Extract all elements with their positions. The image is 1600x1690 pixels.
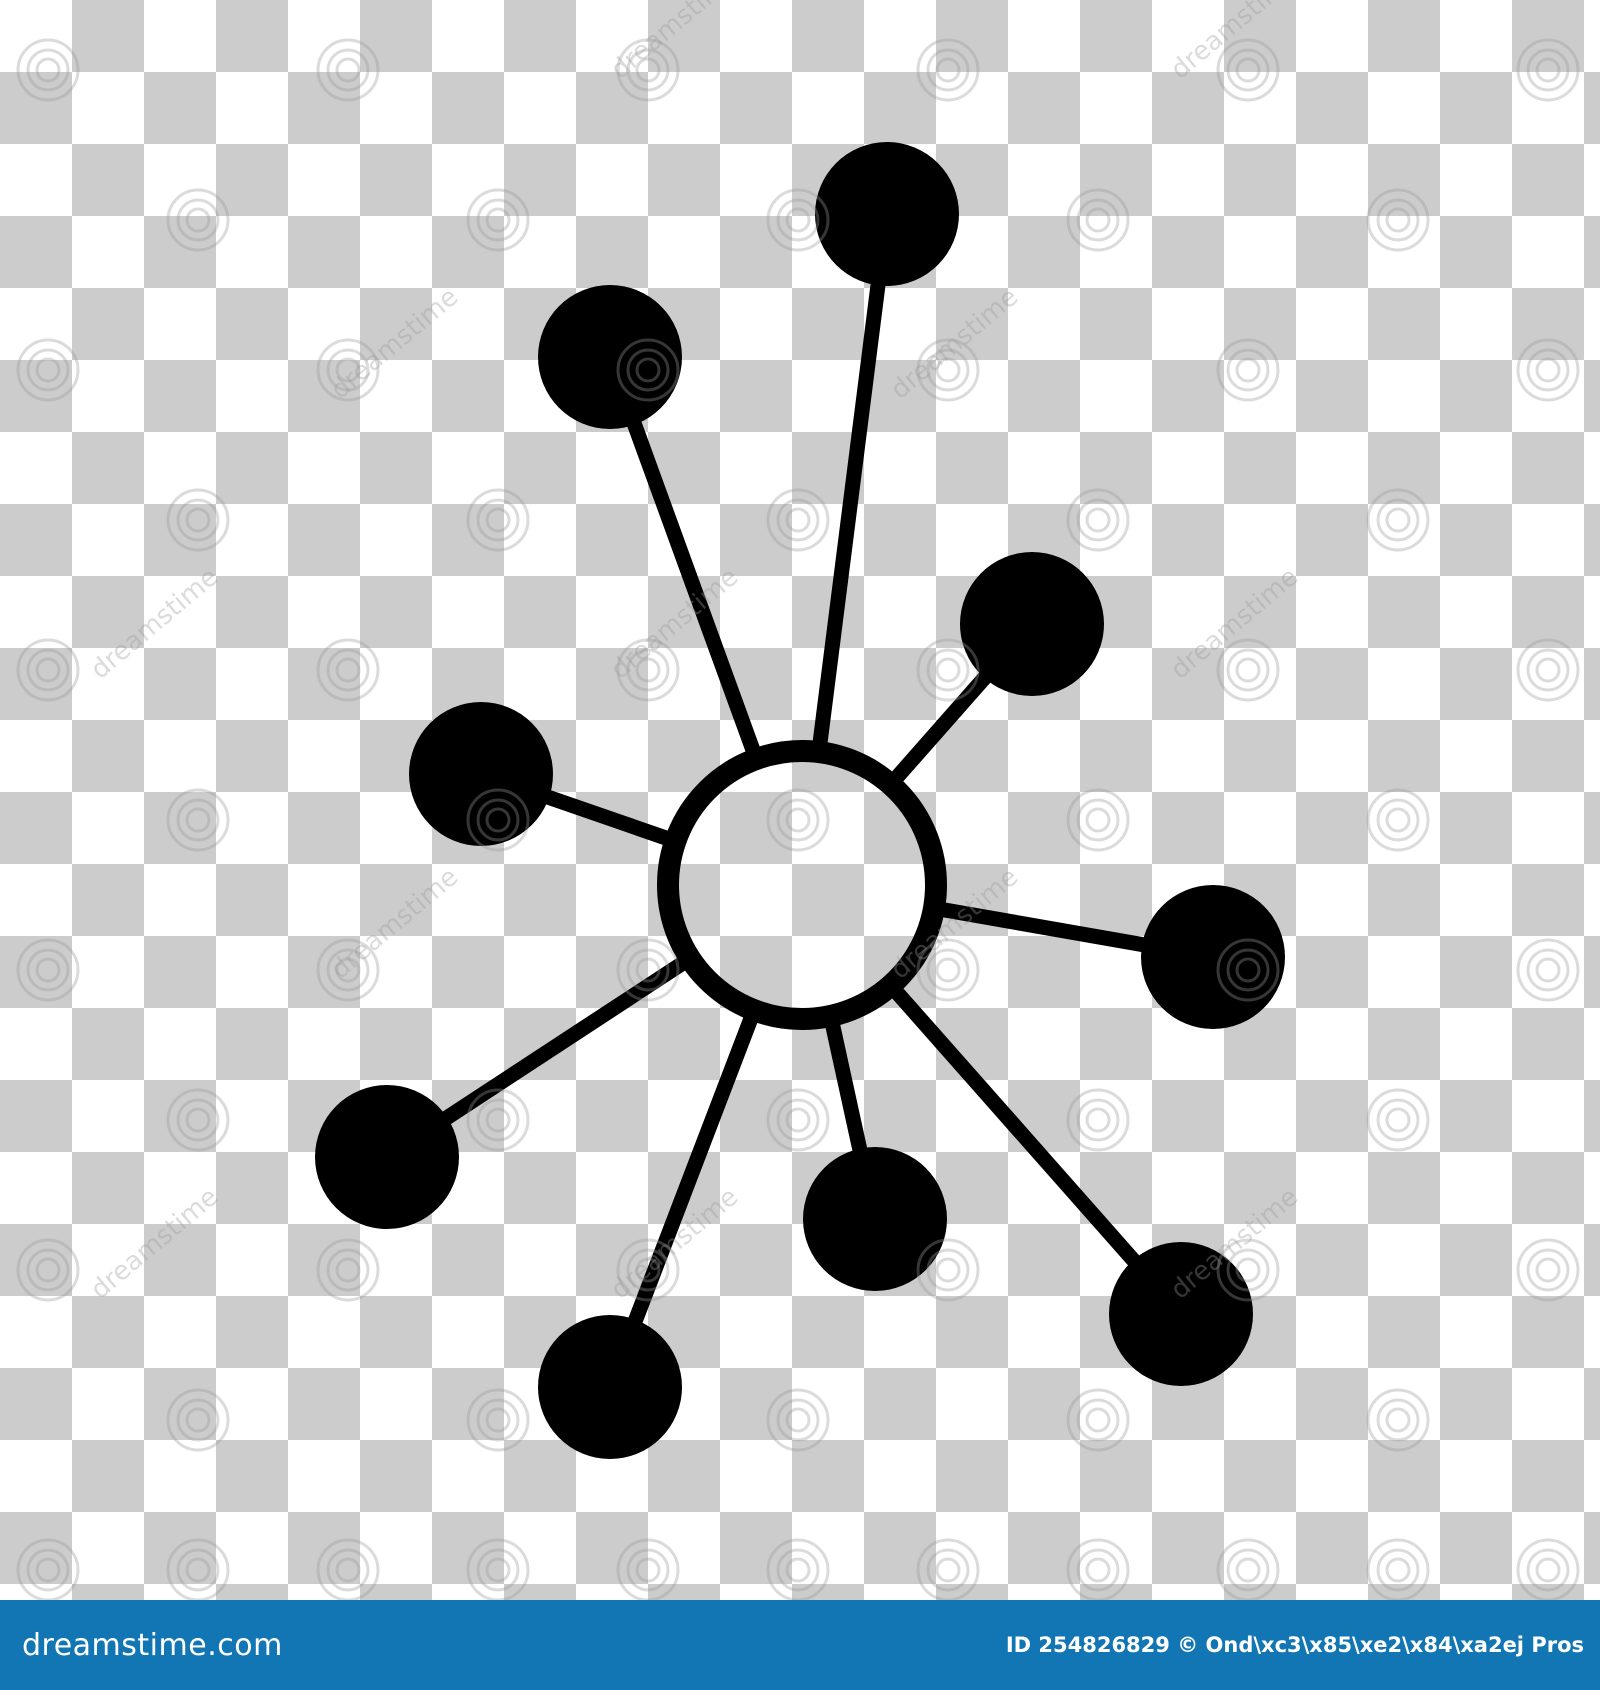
node-lower-right <box>1109 1242 1253 1386</box>
node-right <box>1141 885 1285 1029</box>
spoke-line <box>436 956 689 1128</box>
network-hub-icon <box>315 142 1285 1459</box>
spoke-line <box>890 667 995 784</box>
spoke-line <box>890 986 1144 1271</box>
spoke-line <box>812 273 886 749</box>
spoke-line <box>537 788 673 846</box>
image-id-label: ID 254826829 © Ond\xc3\x85\xe2\x84\xa2ej… <box>1005 1633 1584 1657</box>
spoke-line <box>825 1019 868 1161</box>
spoke-line <box>937 902 1154 953</box>
spoke-line <box>626 1012 758 1331</box>
node-bottom-center <box>803 1147 947 1291</box>
node-left <box>409 702 553 846</box>
node-top <box>815 142 959 286</box>
spoke-line <box>625 413 760 757</box>
node-upper-left <box>538 285 682 429</box>
hub-ring <box>657 740 947 1030</box>
dreamstime-logo: dreamstime.com <box>22 1627 283 1663</box>
transparency-checkerboard <box>0 0 1600 1600</box>
node-lower-left <box>315 1085 459 1229</box>
footer-bar: dreamstime.com ID 254826829 © Ond\xc3\x8… <box>0 1600 1600 1690</box>
node-bottom-left <box>538 1315 682 1459</box>
node-upper-right <box>960 552 1104 696</box>
